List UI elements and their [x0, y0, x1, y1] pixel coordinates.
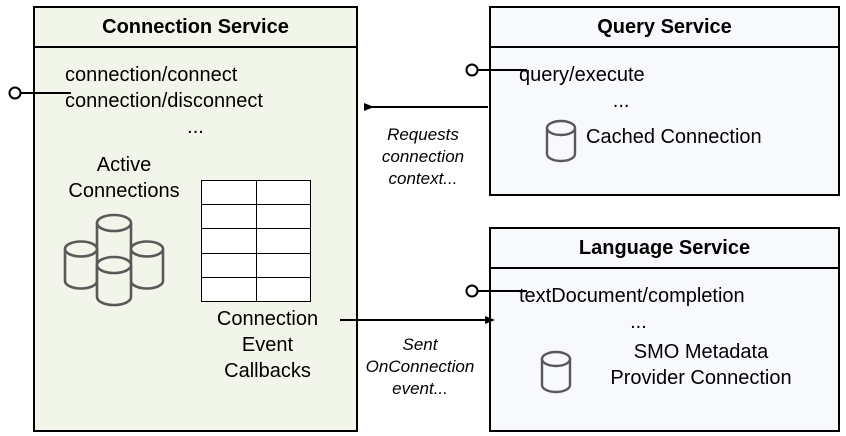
- callbacks-label-line3: Callbacks: [224, 360, 311, 382]
- language-service-ellipsis: ...: [630, 311, 647, 333]
- active-connections-label: Active Connections: [49, 152, 199, 204]
- edge-label-line2: connection: [381, 147, 465, 166]
- operation-query-execute[interactable]: query/execute: [519, 64, 645, 86]
- edge-label-line1: Sent: [402, 335, 438, 354]
- active-connections-label-line1: Active: [96, 154, 152, 176]
- table-row: [201, 179, 311, 206]
- component-query-service[interactable]: Query Service query/execute ... Cached C…: [489, 6, 840, 196]
- edge-label-line3: context...: [388, 169, 458, 188]
- operation-connection-disconnect[interactable]: connection/disconnect: [65, 90, 263, 112]
- component-connection-service[interactable]: Connection Service connection/connect co…: [33, 6, 358, 432]
- connection-service-title: Connection Service: [35, 8, 356, 48]
- language-service-title: Language Service: [491, 229, 838, 269]
- database-cylinder-icon: [545, 119, 577, 163]
- query-service-ellipsis: ...: [612, 90, 630, 112]
- query-service-title: Query Service: [491, 8, 838, 48]
- operation-textdocument-completion[interactable]: textDocument/completion: [519, 285, 745, 307]
- operation-connection-connect[interactable]: connection/connect: [65, 64, 238, 86]
- table-row: [201, 252, 311, 278]
- callbacks-label-line2: Event: [241, 334, 294, 356]
- table-row: [201, 204, 311, 230]
- edge-label-requests-connection-context: Requests connection context...: [362, 124, 484, 190]
- database-cylinder-icon: [540, 350, 572, 394]
- smo-metadata-provider-connection-label: SMO Metadata Provider Connection: [576, 339, 826, 391]
- edge-label-line2: OnConnection: [365, 357, 475, 376]
- table-grid-icon: [201, 179, 311, 303]
- active-connections-label-line2: Connections: [68, 180, 180, 202]
- cached-connection-label: Cached Connection: [586, 126, 762, 148]
- edge-label-line1: Requests: [387, 125, 459, 144]
- connection-event-callbacks-label: Connection Event Callbacks: [185, 306, 350, 384]
- edge-label-line3: event...: [392, 379, 448, 398]
- table-row: [201, 276, 311, 303]
- smo-metadata-label-line2: Provider Connection: [610, 367, 792, 389]
- component-language-service[interactable]: Language Service textDocument/completion…: [489, 227, 840, 432]
- smo-metadata-label-line1: SMO Metadata: [633, 341, 769, 363]
- language-service-body: textDocument/completion ... SMO Metadata…: [491, 269, 838, 430]
- query-service-body: query/execute ... Cached Connection: [491, 48, 838, 194]
- connection-service-body: connection/connect connection/disconnect…: [35, 48, 356, 430]
- database-cluster-icon: [63, 213, 165, 307]
- table-row: [201, 228, 311, 254]
- edge-label-sent-onconnection-event: Sent OnConnection event...: [356, 334, 484, 400]
- callbacks-label-line1: Connection: [216, 308, 319, 330]
- connection-service-ellipsis: ...: [187, 116, 204, 138]
